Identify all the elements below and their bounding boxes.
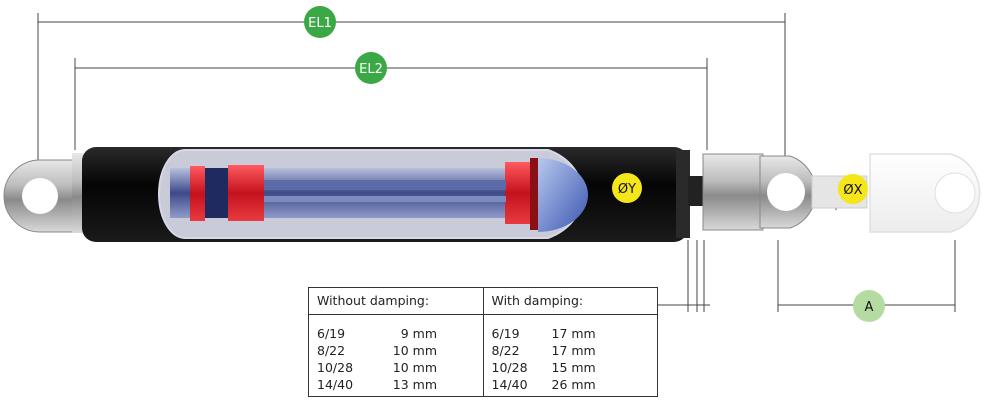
table-cell-size: 6/19 [491, 326, 520, 341]
table-row: 8/22 10 mm [317, 342, 483, 359]
badge-a-label: A [865, 300, 874, 315]
table-row: 14/40 13 mm [317, 376, 483, 393]
table-cell-size: 10/28 [317, 360, 354, 375]
badge-ox: ØX [838, 174, 868, 204]
table-cell-size: 10/28 [491, 360, 528, 375]
alternative-eyelet [869, 153, 981, 233]
table-cell-size: 14/40 [491, 377, 528, 392]
table-cell-size: 14/40 [317, 377, 354, 392]
table-cell-size: 6/19 [317, 326, 346, 341]
table-cell-size: 8/22 [491, 343, 520, 358]
table-header-without-damping: Without damping: [309, 288, 483, 315]
table-header-with-damping: With damping: [483, 288, 657, 315]
spec-table: Without damping: 6/19 9 mm 8/22 10 mm 10… [308, 287, 658, 397]
table-column-with-damping: With damping: 6/19 17 mm 8/22 17 mm 10/2… [482, 288, 658, 396]
badge-el1: EL1 [304, 6, 336, 38]
table-row: 14/40 26 mm [492, 376, 658, 393]
table-row: 10/28 10 mm [317, 359, 483, 376]
badge-el1-label: EL1 [308, 16, 332, 31]
table-row: 8/22 17 mm [492, 342, 658, 359]
table-row: 10/28 15 mm [492, 359, 658, 376]
table-row: 6/19 9 mm [317, 325, 483, 342]
table-cell-value: 15 mm [551, 360, 596, 375]
badge-el2-label: EL2 [359, 62, 383, 77]
table-cell-value: 17 mm [551, 326, 596, 341]
badge-el2: EL2 [355, 52, 387, 84]
cutaway-view [158, 149, 588, 239]
badge-ox-label: ØX [843, 183, 862, 198]
badge-oy-label: ØY [618, 182, 636, 197]
table-cell-value: 9 mm [400, 326, 437, 341]
table-cell-value: 26 mm [551, 377, 596, 392]
table-column-without-damping: Without damping: 6/19 9 mm 8/22 10 mm 10… [309, 288, 483, 396]
table-cell-value: 10 mm [392, 360, 437, 375]
table-cell-value: 17 mm [551, 343, 596, 358]
left-eyelet [3, 153, 86, 233]
table-row: 6/19 17 mm [492, 325, 658, 342]
table-cell-value: 13 mm [392, 377, 437, 392]
badge-oy: ØY [612, 173, 642, 203]
table-cell-size: 8/22 [317, 343, 346, 358]
piston-seal-right [505, 162, 533, 224]
piston-seal-left [228, 165, 264, 221]
table-cell-value: 10 mm [392, 343, 437, 358]
badge-a: A [853, 290, 885, 322]
